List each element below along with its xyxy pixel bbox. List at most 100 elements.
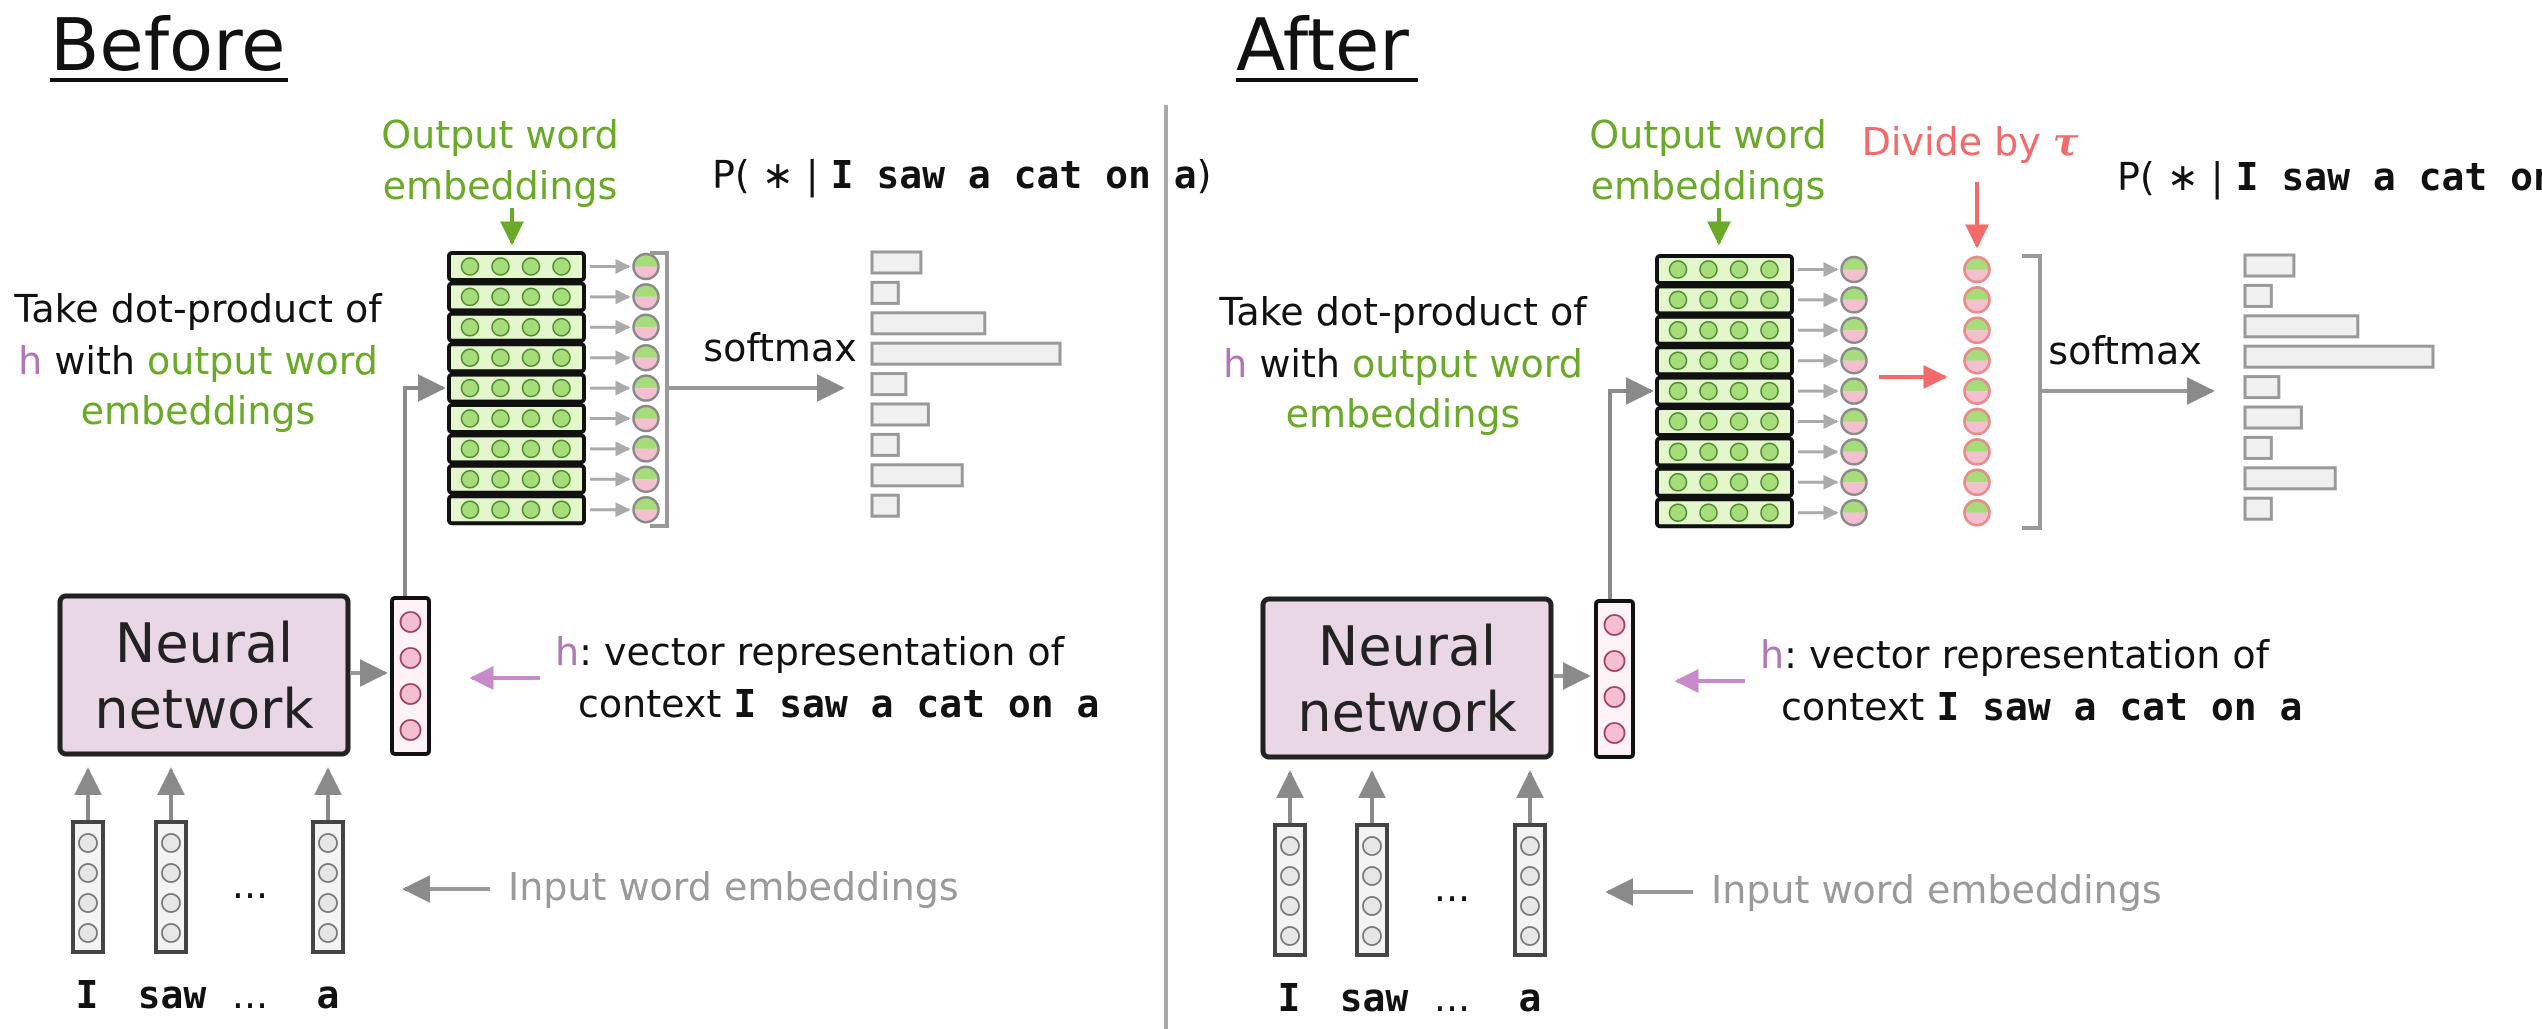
dot-product-line2: h with output word [1223, 342, 1583, 386]
h-description-text: : vector representation of [1784, 633, 2271, 677]
embedding-row [1655, 375, 1794, 407]
scaled-unit-ring [1963, 316, 1991, 345]
embedding-row [447, 372, 586, 404]
neural-network-label-line2: network [1297, 681, 1517, 744]
score-unit-outline [632, 374, 660, 402]
output-embedding-matrix [447, 251, 631, 526]
embedding-unit [1699, 381, 1718, 401]
embedding-unit [1668, 290, 1688, 310]
scaled-unit-bottom [1964, 299, 1990, 313]
probability-bar [2243, 496, 2273, 521]
embedding-row [447, 403, 586, 434]
scaled-unit-ring [1963, 407, 1991, 436]
scaled-scores [1963, 255, 1991, 527]
embedding-unit [491, 318, 510, 337]
input-embedding-unit [318, 833, 338, 853]
score-unit-top [633, 375, 659, 389]
embedding-unit [521, 470, 541, 489]
probability-bar [870, 402, 930, 427]
input-embedding-unit [161, 893, 181, 913]
probability-bar [2243, 283, 2273, 308]
panel-title: After [1236, 3, 1409, 87]
score-unit-top [633, 466, 659, 480]
divide-by-tau-label: Divide by τ [1862, 119, 2079, 164]
probability-bar [870, 250, 923, 275]
score-unit-bottom [633, 266, 659, 279]
scaled-unit-bottom [1964, 360, 1990, 374]
embedding-unit [460, 470, 480, 489]
h-description-line1: h: vector representation of [1760, 633, 2271, 677]
input-embedding-unit [1280, 896, 1300, 916]
input-word-embeddings [1273, 770, 1547, 957]
probability-bar [870, 311, 987, 336]
softmax-label: softmax [2048, 329, 2201, 373]
dot-product-h: h [18, 339, 42, 383]
probability-label: P( ∗ | I saw a cat on a) [712, 153, 1212, 198]
embedding-unit [1668, 351, 1688, 370]
input-embedding-unit [1362, 896, 1382, 916]
embedding-unit [1699, 473, 1718, 492]
embedding-unit [1668, 381, 1688, 401]
h-vector-unit [1603, 686, 1626, 708]
embedding-unit [521, 318, 541, 337]
score-unit-outline [632, 313, 660, 342]
embedding-unit [1699, 290, 1718, 310]
embedding-unit [552, 318, 571, 337]
score-unit [632, 435, 660, 463]
h-description-line1: h: vector representation of [555, 630, 1066, 674]
embedding-unit [460, 378, 480, 398]
scaled-unit-bottom [1964, 391, 1990, 404]
score-unit-top [1841, 257, 1867, 270]
token-ellipsis: ... [1434, 976, 1470, 1020]
embedding-row [1655, 314, 1794, 346]
input-embedding-unit [161, 923, 181, 943]
embedding-unit [552, 348, 571, 367]
dot-product-output-word: output word [147, 339, 378, 383]
dot-product-scores [1840, 255, 1868, 527]
context-word: context [1781, 685, 1936, 729]
scaled-unit-top [1964, 408, 1990, 422]
h-description-line2: context I saw a cat on a [1781, 685, 2302, 729]
scaled-unit-ring [1963, 377, 1991, 405]
input-embedding-unit [78, 923, 98, 943]
input-embedding-unit [1520, 866, 1540, 886]
probability-bar [870, 372, 908, 397]
after-panel: After Output word embeddings Divide by τ… [1218, 3, 2542, 1020]
probability-bar [2243, 466, 2337, 491]
embedding-unit [552, 500, 571, 519]
input-embedding-unit [1520, 896, 1540, 916]
embedding-unit [1699, 351, 1718, 370]
score-unit-bottom [1841, 360, 1867, 374]
scaled-unit-top [1964, 439, 1990, 452]
score-unit-top [1841, 287, 1867, 300]
h-to-matrix-arrow [1608, 377, 1654, 599]
embedding-unit [460, 257, 480, 276]
embedding-unit [1760, 290, 1779, 310]
input-embedding-unit [78, 893, 98, 913]
h-vector-unit [1603, 722, 1626, 744]
embedding-unit [521, 500, 541, 519]
score-unit [1840, 498, 1868, 527]
scaled-unit-ring [1963, 346, 1991, 375]
token-i: I [76, 973, 99, 1017]
score-unit [632, 404, 660, 433]
softmax-label: softmax [703, 326, 856, 370]
embedding-unit [521, 409, 541, 428]
embedding-row [1655, 497, 1794, 529]
input-embedding-unit [1520, 926, 1540, 946]
h-vector-unit [1603, 614, 1626, 636]
output-embeddings-label: Output word [1589, 113, 1826, 157]
embedding-unit [521, 287, 541, 307]
scaled-unit-top [1964, 257, 1990, 270]
embedding-unit [1668, 260, 1688, 279]
divide-by-text: Divide by [1862, 120, 2053, 164]
probability-bar [2243, 435, 2273, 460]
neural-network-box [57, 593, 351, 757]
input-embedding-unit [1280, 836, 1300, 856]
neural-network-box [1260, 596, 1554, 760]
scaled-unit-top [1964, 500, 1990, 513]
embedding-unit [491, 348, 510, 367]
score-unit [632, 374, 660, 402]
input-ellipsis: ... [1434, 866, 1470, 910]
